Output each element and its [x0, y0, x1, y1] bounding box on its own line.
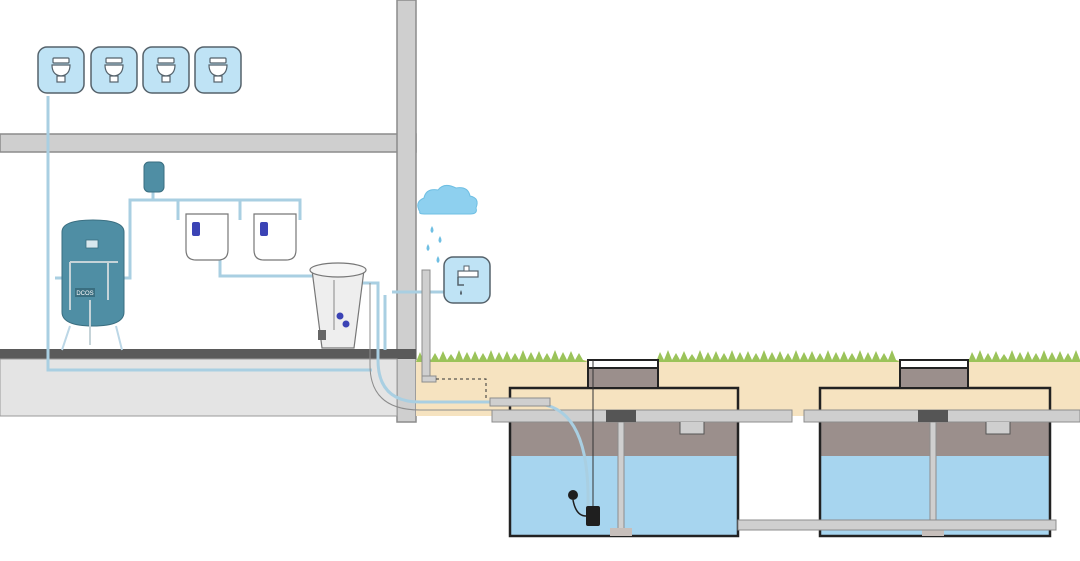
break-tank	[309, 262, 367, 349]
grass	[416, 350, 1080, 362]
main-suction-pipe	[369, 283, 492, 411]
downpipe	[421, 269, 437, 383]
toilet-icons	[37, 46, 242, 94]
overflow-line	[436, 378, 487, 400]
rain-cloud-icon	[417, 184, 478, 263]
inlet-pipe	[489, 397, 551, 407]
control-unit-1	[185, 213, 229, 261]
pressure-vessel: DCOS	[61, 219, 125, 351]
submersible-pump	[586, 506, 600, 526]
expansion-tank	[143, 161, 165, 193]
vessel-badge: DCOS	[76, 291, 93, 297]
foundation-slab	[0, 358, 398, 417]
ground-floor-line	[0, 349, 416, 359]
toilet-icon	[90, 46, 138, 94]
rainwater-tank-1	[491, 359, 793, 538]
control-unit-2	[253, 213, 297, 261]
toilet-icon	[194, 46, 242, 94]
outdoor-tap-icon	[443, 256, 491, 304]
toilet-icon	[142, 46, 190, 94]
exterior-wall	[396, 0, 417, 423]
tank-connector-pipe	[737, 519, 1057, 531]
upper-floor-slab	[0, 133, 417, 153]
toilet-icon	[37, 46, 85, 94]
